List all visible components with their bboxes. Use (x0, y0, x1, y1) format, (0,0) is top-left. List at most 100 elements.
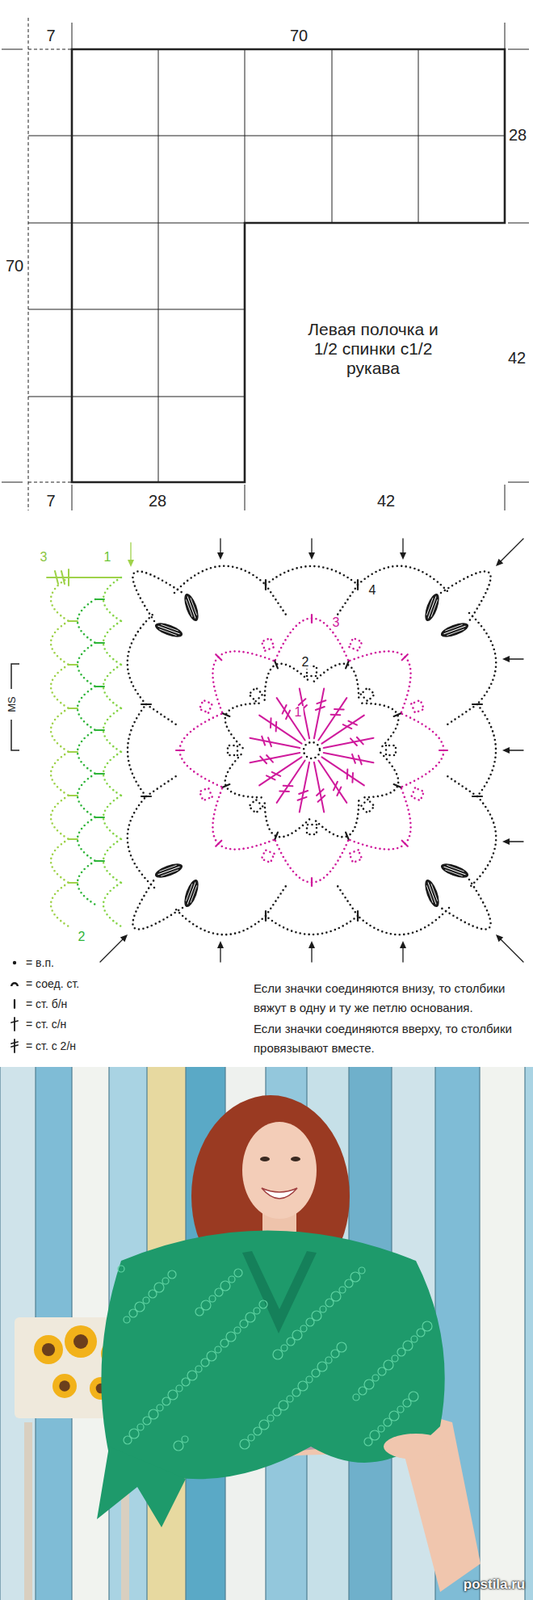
single-crochet-symbol (96, 860, 105, 862)
double-treble-symbol (272, 769, 282, 780)
chain-stitches (265, 915, 358, 935)
round-1 (273, 695, 309, 743)
callout-number: 4 (367, 583, 378, 597)
lace-pattern (137, 1423, 144, 1431)
chain-stitches (444, 774, 478, 797)
cluster-symbol (422, 877, 443, 909)
cluster-symbol (439, 620, 471, 641)
legend-row: = ст. с/н (6, 1016, 67, 1032)
chair (24, 1422, 33, 1600)
legend-row: = соед. ст. (6, 976, 80, 991)
chain-stitches (314, 800, 370, 845)
double-treble-symbol (279, 705, 290, 714)
start-arrow (100, 937, 125, 962)
cluster-symbol (161, 624, 179, 631)
chain-stitches (77, 860, 96, 905)
sunflower (52, 1373, 77, 1398)
legend-text: = ст. б/н (25, 997, 68, 1011)
cluster-symbol (181, 591, 202, 623)
picot (261, 849, 275, 863)
dimension-label: 42 (377, 491, 395, 511)
lace-pattern (253, 1307, 261, 1314)
legend-row: = ст. с 2/н (6, 1038, 76, 1054)
lace-pattern (209, 1295, 216, 1302)
lace-pattern (173, 1440, 184, 1451)
sunflower (58, 1380, 71, 1392)
chain-stitches (314, 654, 370, 700)
legend-symbol (13, 999, 16, 1008)
smile (261, 1187, 298, 1199)
picot (411, 700, 424, 714)
single-crochet-symbol (402, 840, 408, 847)
lace-pattern (239, 1439, 250, 1449)
single-crochet-symbol (274, 660, 278, 668)
start-arrow (502, 747, 510, 754)
double-treble-symbol (249, 752, 300, 763)
picot (261, 637, 275, 651)
round-3 (349, 849, 363, 863)
start-arrow (495, 558, 504, 567)
part-label: Левая полочка и 1/2 спинки с1/2 рукава (306, 319, 441, 378)
chain-stitches (77, 730, 96, 774)
chain-stitches (335, 883, 358, 916)
lace-pattern (247, 1434, 255, 1441)
lace-pattern (369, 1430, 380, 1440)
picot (199, 700, 213, 714)
chain-stitches (103, 882, 122, 927)
round-3 (411, 788, 424, 802)
dimension-label: 70 (289, 26, 308, 46)
picot (411, 788, 424, 802)
lace-pattern (358, 1267, 366, 1274)
lace-pattern (148, 1409, 159, 1419)
lace-pattern (350, 1271, 361, 1282)
round-2 (248, 687, 263, 701)
legend-row: = в.п. (6, 955, 55, 970)
single-crochet-symbol (356, 910, 359, 921)
picot (386, 745, 396, 756)
lace-pattern (134, 1301, 145, 1312)
start-arrow (495, 934, 504, 942)
round-number: 2 (76, 930, 88, 944)
lace-pattern (259, 1419, 269, 1430)
lace-pattern (286, 1395, 294, 1402)
chain-stitches (477, 704, 496, 797)
round-1 (249, 734, 302, 752)
lace-pattern (226, 1331, 236, 1342)
lace-pattern (306, 1376, 313, 1383)
chain-stitches (103, 621, 122, 665)
start-arrow (399, 552, 407, 560)
double-treble-symbol (260, 755, 267, 764)
legend-text: = ст. с/н (25, 1017, 67, 1031)
picot (248, 687, 263, 701)
lace-pattern (336, 1342, 347, 1352)
double-treble-symbol (321, 756, 364, 785)
cluster-symbol (153, 620, 185, 641)
legend-symbol (6, 976, 23, 991)
double-treble-symbol (334, 705, 345, 714)
lace-pattern (167, 1270, 177, 1279)
picot (349, 637, 363, 651)
dimension-tick (71, 22, 73, 50)
sunflower (33, 1334, 63, 1364)
round-2 (227, 745, 238, 756)
start-arrow (130, 542, 131, 563)
lace-pattern (389, 1410, 399, 1421)
start-arrow (127, 559, 135, 567)
lace-pattern (281, 1344, 288, 1352)
dimension-tick (507, 49, 529, 51)
lace-pattern (411, 1335, 418, 1343)
dimension-tick (507, 222, 529, 224)
eye (260, 1156, 270, 1162)
dimension-tick (504, 484, 506, 511)
cluster-symbol (153, 860, 185, 882)
lace-pattern (220, 1280, 231, 1291)
double-treble-symbol (279, 786, 290, 796)
lace-pattern (297, 1380, 308, 1391)
double-treble-symbol (350, 737, 357, 747)
dashed-line (28, 49, 72, 51)
lace-pattern (325, 1356, 332, 1364)
center-ring (303, 742, 320, 759)
dimension-tick (244, 484, 246, 511)
chain-stitches (50, 708, 69, 752)
single-crochet-symbol (69, 881, 78, 884)
